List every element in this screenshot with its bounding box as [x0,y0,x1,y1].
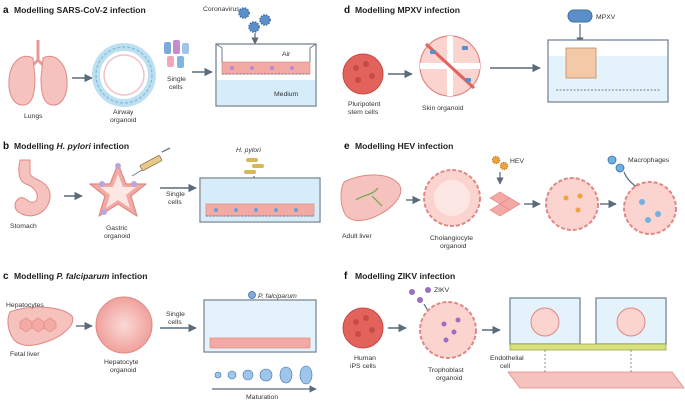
panel-f-title: Modelling ZIKV infection [355,271,455,281]
single-cells-a-label-2: cells [169,84,183,91]
single-cells-b-label-1: Single [166,191,185,198]
p-falciparum-label: P. falciparum [258,293,297,300]
placenta-chip [507,297,685,389]
airway-transwell [215,43,317,107]
endothelial-label-2: cell [500,363,511,370]
ips-label-1: Human [354,355,376,362]
panel-e-letter: e [344,141,350,152]
endothelial-label-1: Endothelial [490,355,524,362]
mpxv-icon [567,9,593,23]
panel-d: d Modelling MPXV infection Pluripotent s… [342,5,669,116]
single-cells-c-label-1: Single [166,311,185,318]
panel-c: c Modelling P. falciparum infection Hepa… [3,271,317,401]
hepatocyte-organoid [95,296,153,354]
adult-liver-illustration [340,174,402,221]
hepatocyte-label-1: Hepatocyte [104,359,139,366]
single-cells-a [164,40,189,68]
panel-c-letter: c [3,271,9,282]
maturation-stages [214,365,313,385]
panel-f: f Modelling ZIKV infection Human iPS cel… [342,271,685,389]
hev-label: HEV [510,158,524,165]
hev-icon [491,155,509,171]
skin-organoid [419,35,481,97]
gastric-cells [99,163,137,215]
zikv-label: ZIKV [434,287,450,294]
gastric-label-2: organoid [104,233,131,240]
panel-e-title: Modelling HEV infection [355,141,453,151]
hepatocyte-transwell [203,299,317,353]
h-pylori-icon [244,158,264,174]
gastric-transwell [199,177,321,223]
single-cells-c-label-2: cells [168,319,182,326]
infected-organoid [545,177,599,231]
panel-a: a Modelling SARS-CoV-2 infection Lungs A… [3,5,317,124]
adult-liver-label: Adult liver [342,233,373,240]
panel-b-letter: b [3,141,9,152]
gastric-label-1: Gastric [106,225,128,232]
skin-organoid-label: Skin organoid [422,105,464,112]
panel-f-letter: f [344,271,348,282]
single-cells-b-label-2: cells [168,199,182,206]
skin-transwell [547,39,669,103]
psc-label-1: Pluripotent [348,101,381,108]
syringe-icon [131,147,171,177]
macrophage-coculture-organoid [623,181,677,235]
medium-label: Medium [274,91,299,98]
macrophages-icon [607,155,625,173]
air-label: Air [282,51,291,58]
human-ips-cells [342,307,384,349]
coronavirus-label: Coronavirus [203,6,240,13]
fetal-liver-label: Fetal liver [10,351,40,358]
ips-label-2: iPS cells [350,363,377,370]
tropho-label-2: organoid [436,375,463,382]
panel-c-title: Modelling P. falciparum infection [14,271,148,281]
hepatocytes-label: Hepatocytes [6,302,44,309]
panel-d-letter: d [344,5,350,16]
hepatocyte-cells [19,317,57,333]
airway-label-2: organoid [110,117,137,124]
stomach-illustration [14,159,51,217]
mpxv-label: MPXV [596,14,616,21]
stomach-label: Stomach [10,223,37,230]
lungs-illustration [8,40,68,106]
panel-e: e Modelling HEV infection Adult liver Ch… [340,141,677,250]
maturation-label: Maturation [246,394,278,401]
airway-label-1: Airway [113,109,134,116]
chol-label-2: organoid [440,243,467,250]
panel-b: b Modelling H. pylori infection Stomach … [3,141,321,240]
hev-monolayer [489,191,521,217]
lungs-label: Lungs [24,113,43,120]
panel-d-title: Modelling MPXV infection [355,5,460,15]
pluripotent-stem-cells [342,53,384,95]
p-falciparum-icon [248,291,256,299]
panel-a-letter: a [3,5,9,16]
airway-organoid [92,43,156,107]
zikv-icon [409,287,431,303]
trophoblast-organoid [419,301,477,359]
coronavirus-icon [238,7,271,33]
macrophages-label: Macrophages [628,157,670,164]
panel-a-title: Modelling SARS-CoV-2 infection [14,5,146,15]
psc-label-2: stem cells [348,109,379,116]
single-cells-a-label-1: Single [167,76,186,83]
hepatocyte-label-2: organoid [110,367,137,374]
chol-label-1: Cholangiocyte [430,235,473,242]
panel-b-title: Modelling H. pylori infection [14,141,129,151]
tropho-label-1: Trophoblast [428,367,464,374]
h-pylori-label: H. pylori [236,147,261,154]
